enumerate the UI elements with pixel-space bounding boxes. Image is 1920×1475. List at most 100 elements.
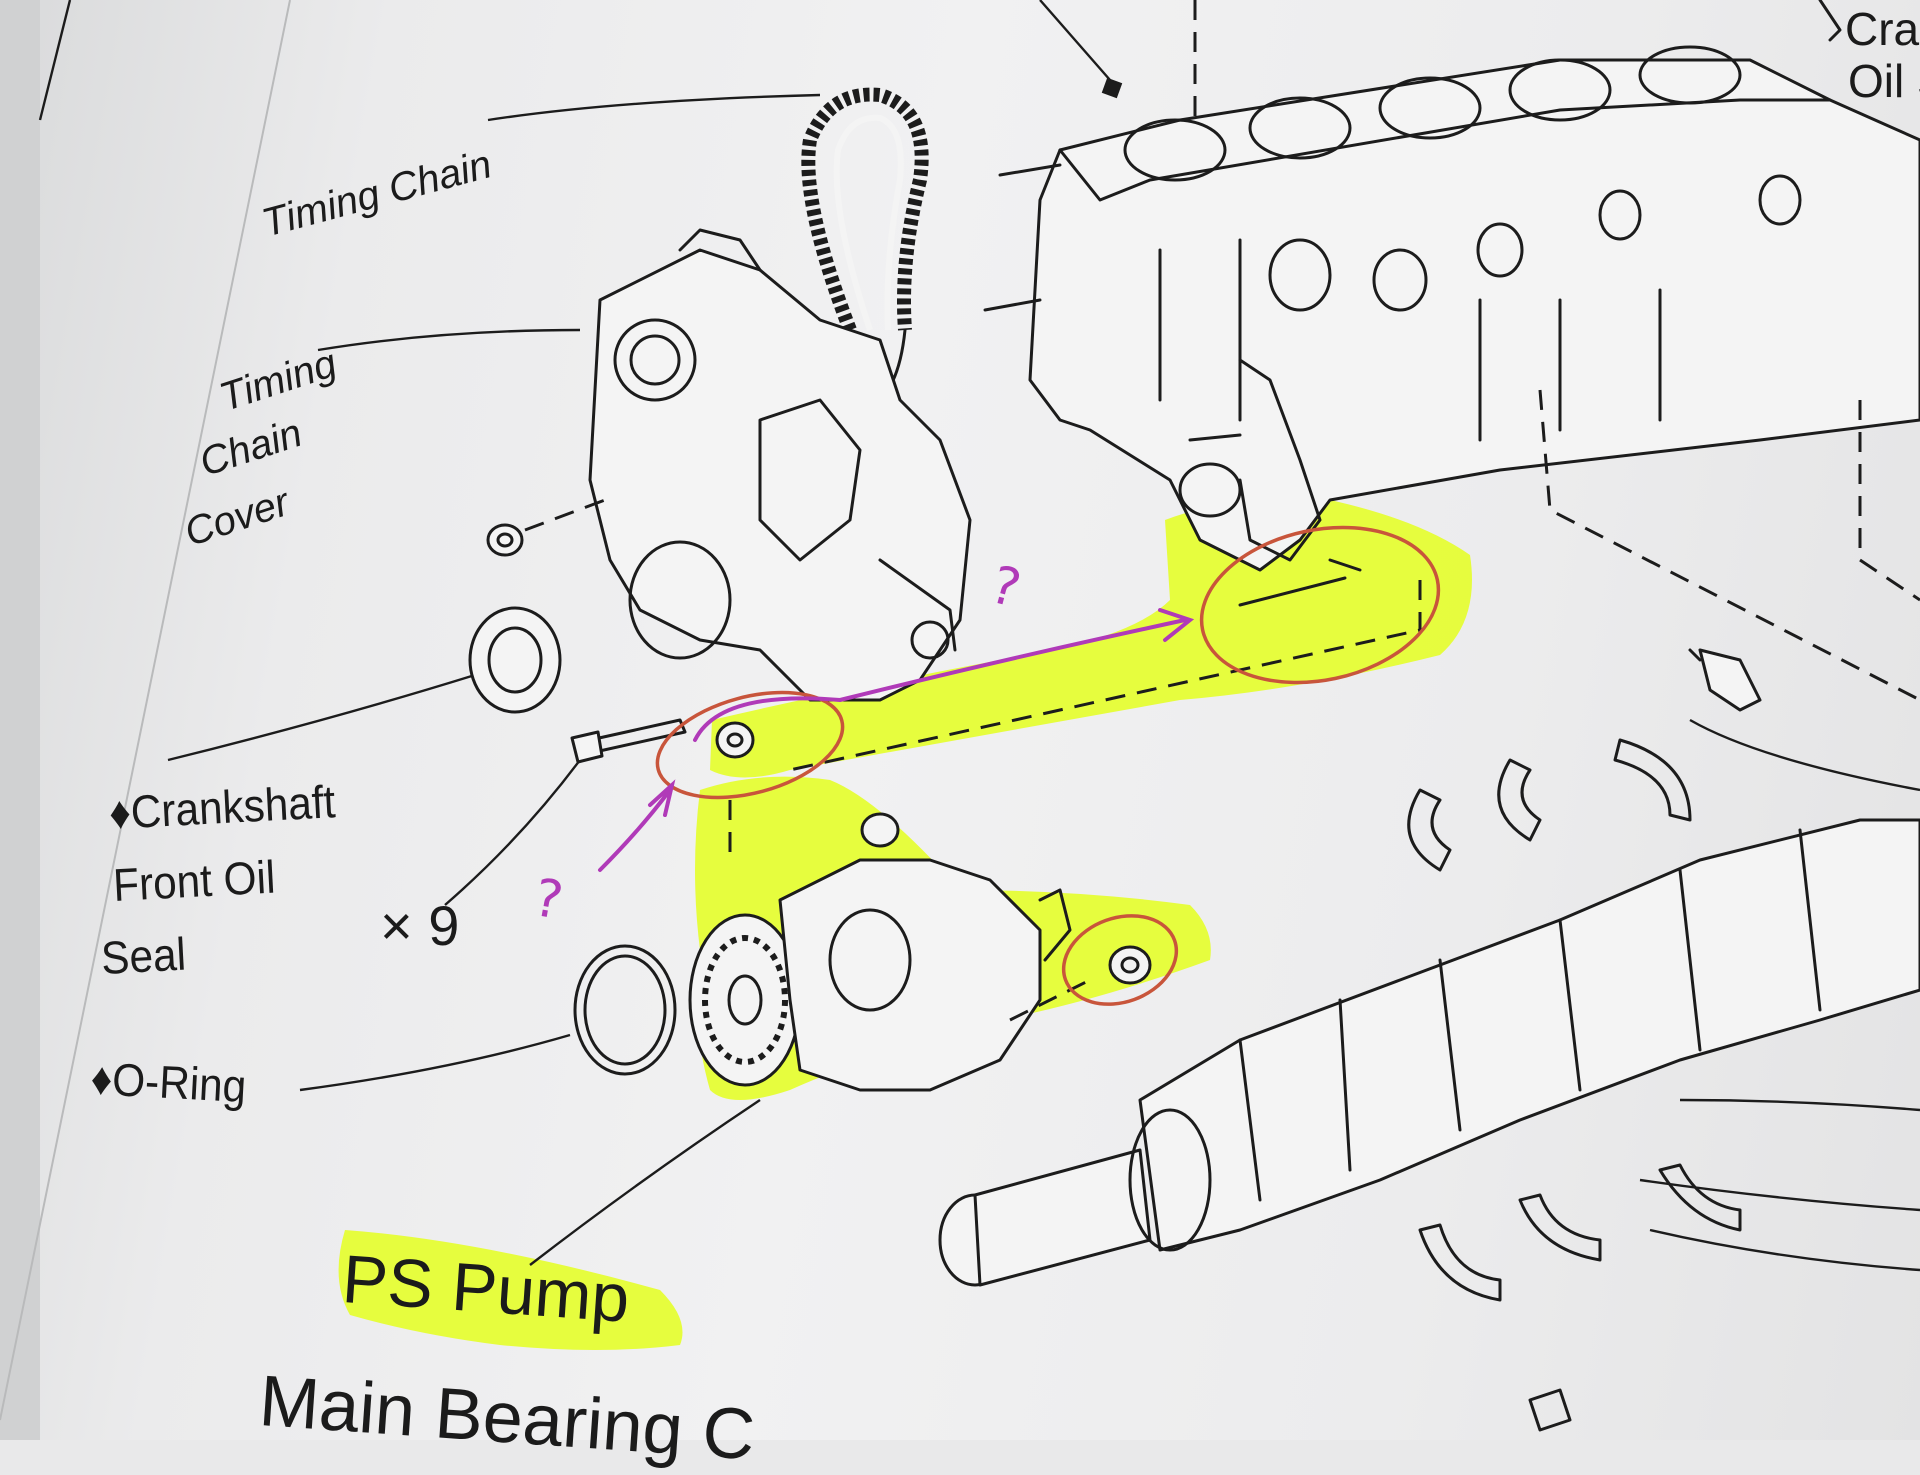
pump-nut-top — [860, 812, 900, 848]
plug — [486, 523, 524, 557]
nut-pump — [1108, 945, 1152, 985]
bearing-cap-bottom — [1528, 1388, 1572, 1432]
nut-pump-center — [1120, 956, 1140, 974]
front-oil-seal-inner — [487, 626, 543, 694]
label-crankshaft-seal-1: ♦Crankshaft — [107, 775, 337, 839]
label-corner-top-1: Cra — [1845, 3, 1920, 55]
plug-dash — [524, 498, 606, 532]
o-ring-part — [573, 944, 677, 1076]
bracket-dash — [789, 580, 1422, 772]
cylinder-block-part — [789, 45, 1920, 772]
pump-body — [778, 858, 1042, 1092]
arrow-upper — [693, 608, 1195, 742]
page-margin-line — [0, 0, 291, 1421]
bearing-upper-1 — [1407, 788, 1452, 872]
cover-hole-1-inner — [629, 334, 681, 386]
cover-top-tab — [678, 228, 762, 272]
page-edge-line — [38, 0, 72, 121]
nut-bracket — [715, 721, 755, 759]
oil-switch-part — [1688, 648, 1762, 712]
leader-o-ring — [299, 1033, 571, 1092]
leader-bolt-count — [444, 759, 581, 906]
leader-bearing-1 — [1679, 1098, 1920, 1112]
label-corner-top-2: Oil S — [1848, 55, 1920, 107]
leader-timing-chain — [487, 93, 821, 122]
bracket-mount — [1178, 462, 1242, 518]
bore-4 — [1508, 58, 1612, 122]
nut-bracket-center — [726, 732, 744, 748]
pump-dash-nut — [1009, 978, 1091, 1022]
bearing-lower-3 — [1658, 1163, 1742, 1232]
pump-gear-hub — [727, 974, 763, 1026]
pump-bracket — [1238, 358, 1322, 562]
cover-boss — [910, 620, 950, 660]
label-ps-pump: PS Pump — [339, 1241, 632, 1337]
pump-face — [828, 908, 912, 1012]
leader-lines — [167, 0, 1920, 1272]
leader-bearing-3 — [1649, 1228, 1920, 1272]
block-studs — [983, 163, 1242, 442]
block-boss-1 — [1268, 238, 1332, 312]
label-highlight — [338, 1230, 683, 1350]
main-bearings-part — [1407, 0, 1842, 1432]
oil-switch-body — [1698, 648, 1762, 712]
bore-1 — [1123, 118, 1227, 182]
leader-dot — [1101, 77, 1123, 99]
crank-web-1 — [1128, 1108, 1212, 1252]
bearing-lower-1 — [1518, 1193, 1602, 1262]
block-boss-4 — [1598, 189, 1642, 241]
block-boss-5 — [1758, 174, 1802, 226]
chain-outer — [801, 87, 929, 333]
magenta-arrows — [598, 608, 1195, 872]
o-ring-inner — [583, 954, 667, 1066]
front-oil-seal — [468, 606, 562, 714]
crankshaft-part — [938, 818, 1920, 1287]
block-body — [1028, 58, 1920, 572]
red-circle-bracket — [1199, 525, 1441, 685]
plug-center — [496, 532, 514, 548]
top-right-diamond — [1818, 0, 1842, 42]
pump-fitting — [1038, 888, 1072, 962]
bearing-upper-2 — [1497, 758, 1542, 842]
bolt-head — [570, 730, 604, 764]
bracket-highlight — [710, 499, 1472, 778]
oil-switch-tip — [1688, 648, 1702, 662]
leader-bearing-2 — [1639, 1178, 1920, 1212]
bore-2 — [1248, 96, 1352, 160]
bracket-stud — [1238, 558, 1362, 607]
ps-pump-part — [688, 800, 1091, 1092]
timing-chain-cover-part — [588, 228, 972, 702]
bore-5 — [1638, 45, 1742, 105]
block-dash-right — [1538, 389, 1920, 702]
cover-hole-2 — [628, 540, 732, 660]
arrow-lower — [598, 779, 676, 872]
block-boss-3 — [1476, 222, 1524, 278]
leader-crankshaft-seal — [167, 673, 476, 762]
label-crankshaft-seal-3: Seal — [99, 927, 188, 984]
cover-hole-1 — [613, 318, 697, 402]
red-circle-nut — [655, 690, 845, 800]
crank-nose — [973, 1148, 1152, 1287]
block-boss-2 — [1372, 248, 1428, 312]
block-deck-edge — [1058, 98, 1832, 202]
bore-3 — [1378, 76, 1482, 140]
block-dash-right-2 — [1858, 400, 1920, 602]
leader-top-block — [1039, 0, 1111, 81]
label-bolt-count: × 9 — [380, 894, 460, 957]
leader-ps-pump — [529, 1099, 761, 1266]
crank-body — [1138, 818, 1920, 1252]
crank-throws — [1238, 828, 1822, 1202]
block-ribs — [1158, 238, 1662, 442]
page-gutter — [0, 0, 40, 1440]
leader-oil-switch — [1689, 718, 1920, 792]
label-o-ring: ♦O-Ring — [89, 1052, 248, 1113]
small-parts — [468, 498, 687, 1076]
red-circle-pump-nut — [1061, 914, 1179, 1006]
chain-inner — [833, 114, 904, 331]
exploded-engine-diagram — [0, 0, 1920, 1440]
pump-gear-teeth — [702, 935, 788, 1065]
cover-pump-housing — [758, 398, 862, 562]
cover-detail — [878, 558, 957, 652]
bearing-upper-3 — [1613, 738, 1692, 822]
